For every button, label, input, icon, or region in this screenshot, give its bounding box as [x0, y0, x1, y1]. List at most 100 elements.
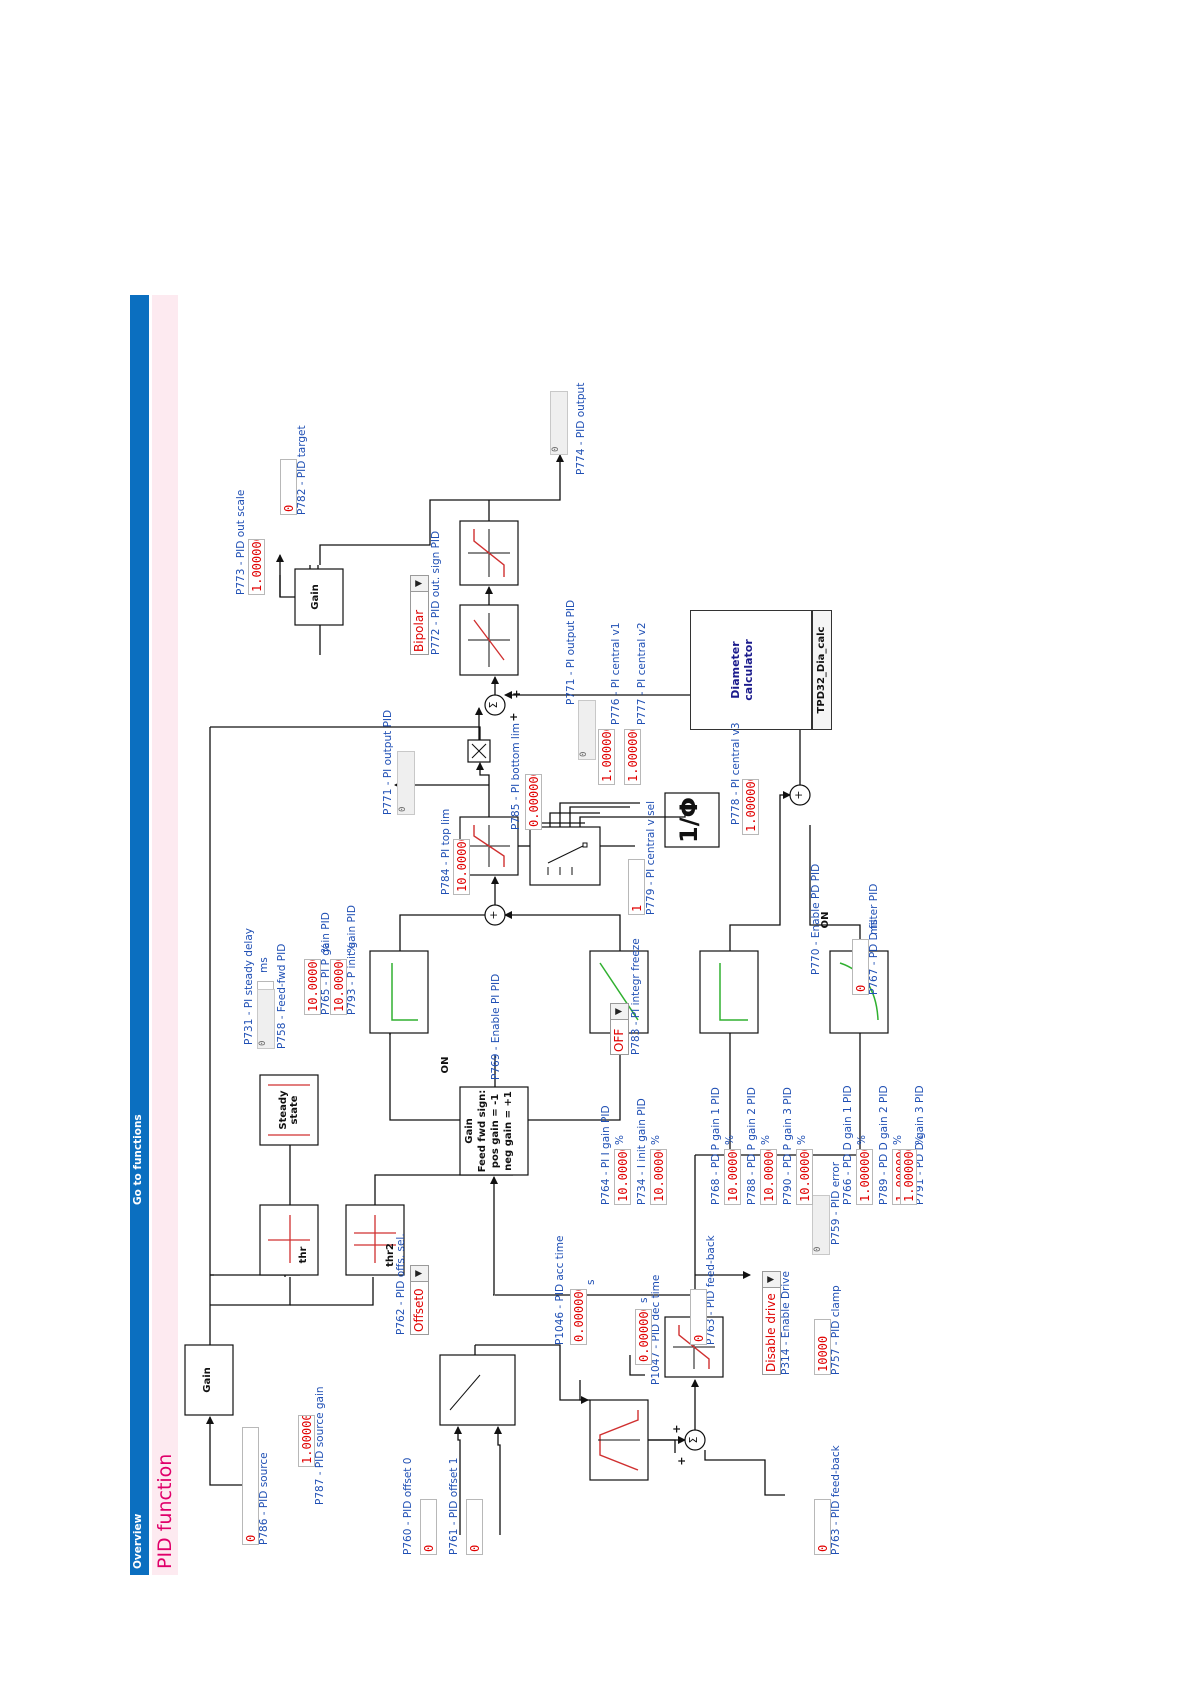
wire-source-gain [206, 1416, 255, 1486]
pi-enable-on: ON [440, 1056, 451, 1074]
p784-field[interactable]: 10.000000 [453, 839, 470, 895]
p787-label: P787 - PID source gain [314, 1386, 326, 1505]
p776-label: P776 - PI central v1 [610, 622, 622, 725]
p757-label: P757 - PID clamp [830, 1285, 842, 1375]
out-scale-gain-label: Gain [310, 584, 321, 610]
p791-field[interactable]: 1.000000 [900, 1149, 917, 1205]
steady-block [259, 1074, 319, 1146]
p757-field[interactable]: 10000 [814, 1319, 831, 1375]
wire-to-pid-output [489, 454, 564, 501]
gain-block-label: Gain [202, 1367, 213, 1393]
p790-unit: % [796, 1135, 808, 1145]
wire-to-ff [490, 1176, 498, 1296]
p761-field[interactable]: 0 [466, 1499, 483, 1555]
p767-label: P767 - PD D filter PID [868, 883, 880, 995]
p787-field[interactable]: 1.000000 [298, 1415, 315, 1467]
p1046-label: P1046 - PID acc time [554, 1235, 566, 1345]
p783-label: P783 - PI integr freeze [630, 938, 642, 1055]
wire-to-multiplier [210, 726, 484, 749]
p778-label: P778 - PI central v3 [730, 722, 742, 825]
wire-thr2-to-ff [374, 1174, 513, 1205]
p758-label: P758 - Feed-fwd PID [276, 943, 288, 1049]
p791-unit: % [914, 1135, 926, 1145]
p790-field[interactable]: 10.000000 [796, 1149, 813, 1205]
fb-plus-a: + [675, 1456, 688, 1466]
offset-switch-block [439, 1354, 516, 1426]
p793-field[interactable]: 10.000000 [330, 959, 347, 1015]
p785-label: P785 - PI bottom lim [510, 723, 522, 830]
chevron-down-icon: ▼ [411, 576, 428, 592]
inv-phi-block [664, 792, 720, 848]
wire-pd-sum-top [779, 791, 791, 825]
wire-sw-in3 [559, 802, 640, 827]
wire-pi-p-sum [399, 911, 496, 951]
p764-label: P764 - PI I gain PID [600, 1105, 612, 1205]
pid-plus-a: + [507, 712, 520, 722]
thr-label: thr [298, 1246, 309, 1264]
p1046-field[interactable]: 0.000000 [570, 1289, 587, 1345]
gain-block [184, 1344, 234, 1416]
p765-unit: % [320, 943, 332, 953]
p766-label: P766 - PD D gain 1 PID [842, 1085, 854, 1205]
p762-select[interactable]: Offset0▼ [410, 1265, 429, 1335]
p1047-field[interactable]: 0.000000 [635, 1309, 652, 1365]
p759-label: P759 - PID error [830, 1161, 842, 1245]
p760-field[interactable]: 0 [420, 1499, 437, 1555]
p786-label: P786 - PID source [258, 1452, 270, 1545]
pid-sum-sigma: Σ [487, 701, 500, 709]
ff-gain-label-3: pos gain = -1 [490, 1093, 501, 1169]
p789-label: P789 - PD D gain 2 PID [878, 1085, 890, 1205]
p793-label: P793 - P init gain PID [346, 905, 358, 1015]
diameter-calculator-label: Diameter calculator [729, 639, 755, 701]
p785-field[interactable]: 0.000000 [525, 774, 542, 830]
p314-select-value: Disable drive [764, 1293, 778, 1372]
inv-phi-label: 1/Φ [675, 797, 703, 843]
p314-select[interactable]: Disable drive▼ [762, 1271, 781, 1375]
p1046-unit: s [585, 1279, 597, 1285]
ff-gain-label-1: Gain [464, 1118, 475, 1144]
p778-field[interactable]: 1.000000 [742, 779, 759, 835]
p734-unit: % [650, 1135, 662, 1145]
ff-gain-label-4: neg gain = +1 [503, 1091, 514, 1171]
pi-p-block [369, 950, 429, 1034]
p768-field[interactable]: 10.000000 [724, 1149, 741, 1205]
ff-gain-label-2: Feed fwd sign: [477, 1089, 488, 1173]
pi-sum-plus: + [487, 910, 500, 920]
p788-field[interactable]: 10.000000 [760, 1149, 777, 1205]
p766-unit: % [856, 1135, 868, 1145]
p774-label: P774 - PID output [575, 382, 587, 475]
p771a-label: P771 - PI output PID [382, 709, 394, 815]
p759-readout: 0 [812, 1195, 830, 1255]
wire-sw-phi [579, 810, 686, 827]
p763b-field[interactable]: 0 [814, 1499, 831, 1555]
diameter-calc-button[interactable]: TPD32_Dia_calc [812, 610, 832, 730]
p766-field[interactable]: 1.000000 [856, 1149, 873, 1205]
p783-select[interactable]: OFF▼ [610, 1003, 629, 1055]
wire-acc-time [579, 1380, 589, 1404]
pd-sum-plus: + [792, 790, 805, 800]
p767-unit: ms [868, 919, 880, 935]
wire-sw-in4 [569, 806, 630, 827]
p764-field[interactable]: 10.000000 [614, 1149, 631, 1205]
p772-select[interactable]: Bipolar▼ [410, 575, 429, 655]
sign-curve [473, 619, 505, 661]
p758-readout: 0 [257, 989, 275, 1049]
p765-field[interactable]: 10.000000 [304, 959, 321, 1015]
p764-unit: % [614, 1135, 626, 1145]
fb-sum-sigma: Σ [687, 1436, 700, 1444]
p763a-field[interactable]: 0 [690, 1289, 707, 1345]
p776-field[interactable]: 1.000000 [598, 729, 615, 785]
pd-p-block [699, 950, 759, 1034]
p789-unit: % [892, 1135, 904, 1145]
p786-field[interactable]: 0 [242, 1427, 259, 1545]
offset-sw-lever [449, 1374, 481, 1411]
p777-field[interactable]: 1.000000 [624, 729, 641, 785]
p779-field[interactable]: 1 [628, 859, 645, 915]
fb-plus-b: + [670, 1424, 683, 1434]
pi-p-curve [391, 963, 418, 1021]
p773-field[interactable]: 1.000000 [248, 539, 265, 595]
p782-field[interactable]: 0 [280, 459, 297, 515]
p762-select-value: Offset0 [412, 1288, 426, 1332]
p767-field[interactable]: 0 [852, 939, 869, 995]
p734-field[interactable]: 10.000000 [650, 1149, 667, 1205]
